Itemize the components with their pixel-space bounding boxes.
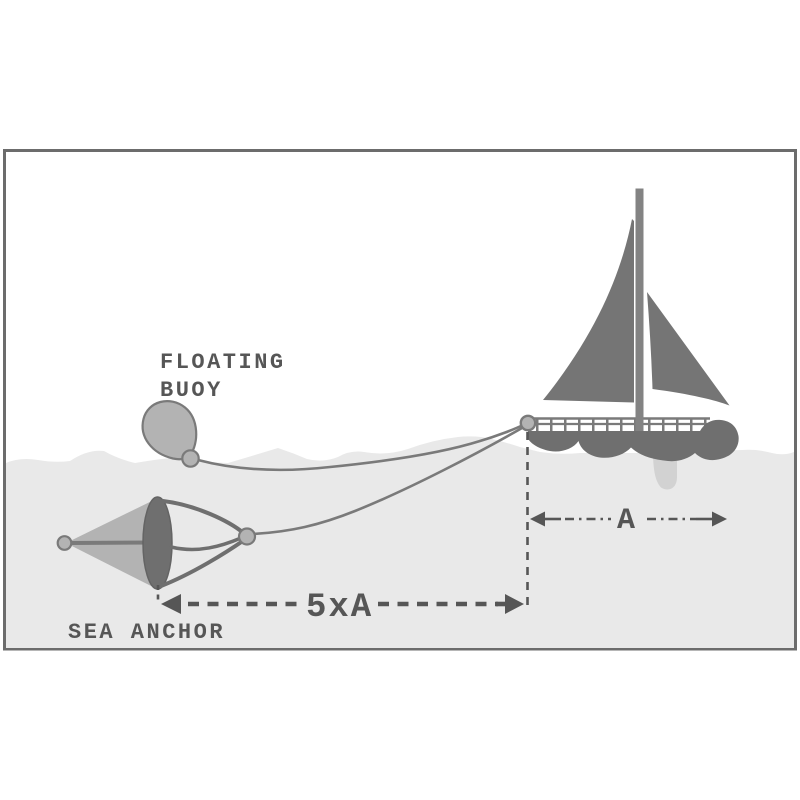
- jib-sail: [647, 292, 730, 406]
- dimension-a: A: [526, 432, 727, 612]
- buoy-knot: [181, 449, 200, 468]
- dim-5xa-left-arrowhead: [161, 594, 181, 614]
- anchor-rode-rope: [252, 426, 523, 536]
- sea-anchor: [56, 496, 257, 590]
- bridle-line-bottom: [159, 538, 246, 588]
- buoy-trip-line-rope: [197, 423, 524, 472]
- swivel-ring: [237, 527, 257, 546]
- sea-anchor-mouth: [142, 496, 173, 590]
- dim-5xa-label: 5xA: [306, 589, 373, 627]
- floating-buoy: [141, 400, 200, 468]
- bridle-line-middle: [169, 536, 243, 552]
- trip-line-ring: [56, 535, 73, 551]
- buoy-balloon: [141, 400, 198, 461]
- water-surface: [6, 436, 794, 648]
- dimension-5xa: 5xA: [156, 585, 524, 627]
- hull: [528, 419, 739, 462]
- dim-5xa-right-arrowhead: [505, 594, 524, 614]
- main-sail: [543, 219, 634, 403]
- mast: [635, 188, 644, 434]
- sea-anchor-label: SEA ANCHOR: [68, 620, 225, 645]
- sailboat: [519, 188, 739, 462]
- floating-buoy-label-line2: BUOY: [160, 378, 223, 403]
- dim-a-label: A: [617, 504, 636, 538]
- floating-buoy-label-line1: FLOATING: [160, 350, 286, 375]
- sea-anchor-center-line: [69, 540, 157, 545]
- bridle-line-top: [161, 499, 246, 535]
- bow-attachment-ring: [519, 414, 537, 432]
- dim-a-right-arrowhead: [712, 511, 727, 527]
- dim-a-left-arrowhead: [530, 511, 545, 527]
